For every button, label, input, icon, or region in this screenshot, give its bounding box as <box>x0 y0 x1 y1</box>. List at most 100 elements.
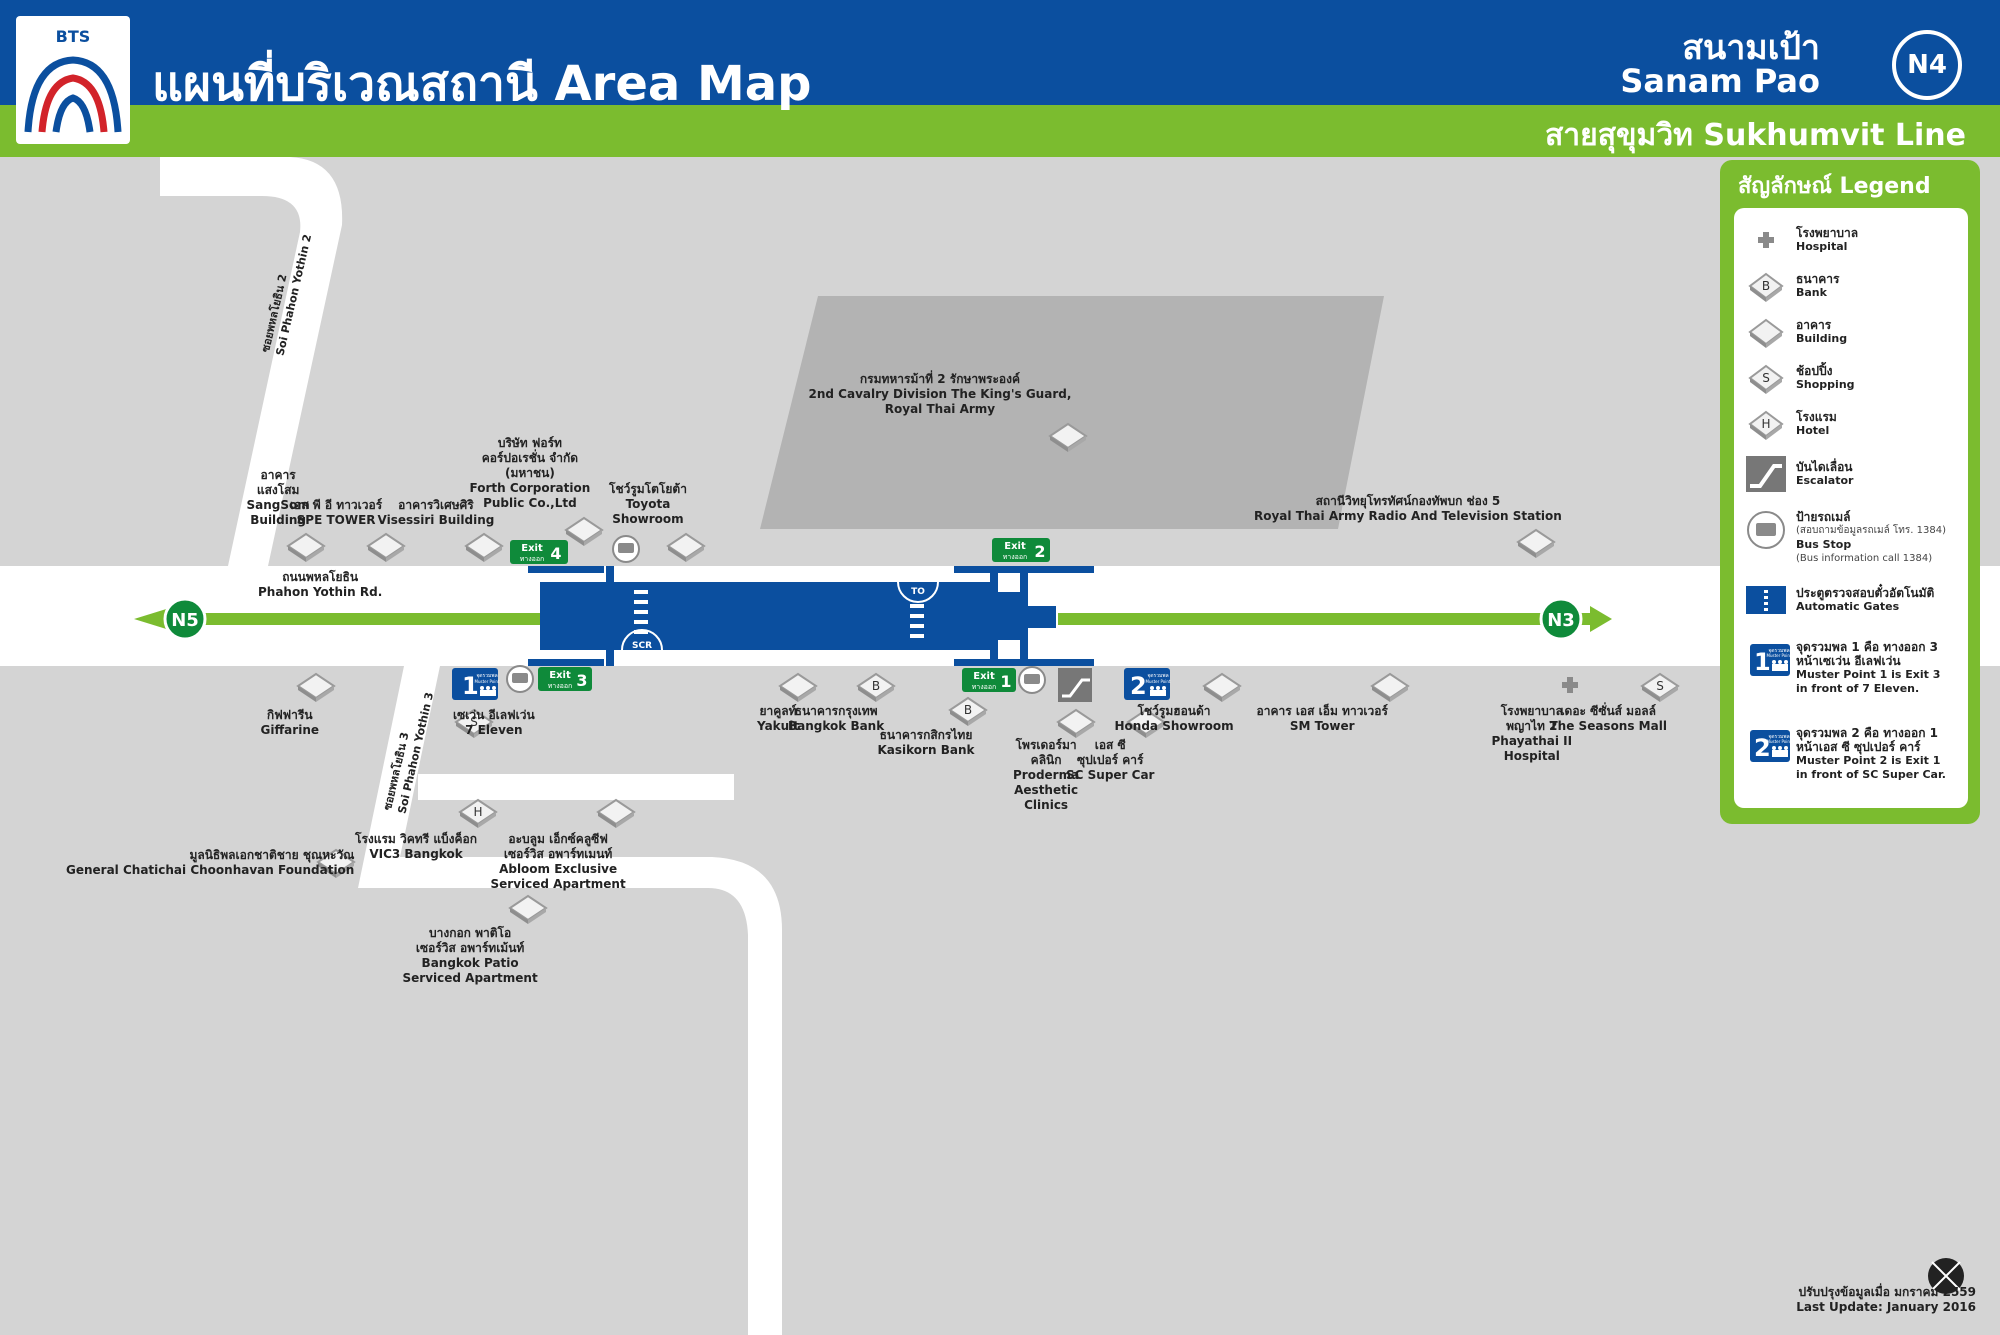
legend-mp2-badge-en: Muster Point <box>1767 739 1792 744</box>
place-radio-en: Royal Thai Army Radio And Television Sta… <box>1254 509 1562 523</box>
place-sm-tower: อาคาร เอส เอ็ม ทาวเวอร์ SM Tower <box>1257 704 1388 734</box>
last-update: ปรับปรุงข้อมูลเมื่อ มกราคม 2559 Last Upd… <box>1796 1285 1976 1315</box>
automatic-gates-icon <box>1746 586 1786 614</box>
place-abloom: อะบลูม เอ็กซ์คลูซีฟ เซอร์วิส อพาร์ทเมนท์… <box>491 832 626 892</box>
muster-point-1-badge-th: จุดรวมพล <box>476 673 497 679</box>
soi-branch <box>418 774 734 800</box>
header-bar <box>0 0 2000 105</box>
place-yakult-th: ยาคูลท์ <box>759 704 797 718</box>
place-sangsom: อาคาร แสงโสม SangSom Building <box>247 468 310 528</box>
svg-text:B: B <box>964 703 972 717</box>
header-line-bar <box>0 105 2000 157</box>
legend-gates-en: Automatic Gates <box>1796 600 1900 613</box>
place-seasons-mall: เดอะ ซีซั่นส์ มอลล์ The Seasons Mall <box>1550 704 1667 734</box>
bank-icon: B <box>949 697 987 727</box>
place-bbl-en: Bangkok Bank <box>788 719 885 733</box>
exit-4[interactable]: Exit ทางออก 4 <box>510 540 568 564</box>
page-title: แผนที่บริเวณสถานี Area Map <box>152 56 812 112</box>
road-label-main: ถนนพหลโยธิน Phahon Yothin Rd. <box>258 570 382 600</box>
place-kasikorn-bank: ธนาคารกสิกรไทย Kasikorn Bank <box>878 728 975 758</box>
muster-point-1-badge-en: Muster Point <box>475 679 500 684</box>
station-n3-circle <box>1539 597 1583 641</box>
bus-stop-icon[interactable] <box>612 535 640 563</box>
place-kbank-th: ธนาคารกสิกรไทย <box>879 728 973 742</box>
station-name-en: Sanam Pao <box>1620 62 1820 100</box>
bus-stop-icon[interactable] <box>506 665 534 693</box>
hospital-icon <box>1562 677 1578 693</box>
place-proderma-th2: คลินิก <box>1030 753 1062 767</box>
last-update-th: ปรับปรุงข้อมูลเมื่อ มกราคม 2559 <box>1798 1285 1976 1299</box>
bus-stop-icon <box>1747 511 1785 549</box>
place-army-th: กรมทหารม้าที่ 2 รักษาพระองค์ <box>859 372 1021 386</box>
bus-stop-icon[interactable] <box>1018 666 1046 694</box>
place-bbl-th: ธนาคารกรุงเทพ <box>794 704 878 718</box>
place-seasons-en: The Seasons Mall <box>1549 719 1667 733</box>
legend-mp2-num: 2 <box>1754 734 1771 762</box>
svg-text:S: S <box>1762 371 1770 385</box>
legend-mp1-th2: หน้าเซเว่น อีเลฟเว่น <box>1796 654 1901 668</box>
legend-shopping-en: Shopping <box>1796 378 1855 391</box>
legend-hotel-th: โรงแรม <box>1796 410 1837 424</box>
muster-point-2-badge-en: Muster Point <box>1146 679 1171 684</box>
place-patio-th1: บางกอก พาติโอ <box>428 926 512 940</box>
bts-logo: BTS <box>16 16 130 144</box>
place-vic3-en: VIC3 Bangkok <box>369 847 463 861</box>
escalator-icon <box>1058 668 1092 702</box>
soi-phahon-yothin-2 <box>160 157 343 566</box>
place-patio-en1: Bangkok Patio <box>421 956 519 970</box>
place-phayathai-en2: Hospital <box>1503 749 1560 763</box>
soi-phahon-yothin-3 <box>358 666 782 1335</box>
exit-3[interactable]: Exit ทางออก 3 <box>538 667 592 691</box>
place-proderma-en2: Aesthetic <box>1014 783 1079 797</box>
building-icon <box>1748 318 1784 348</box>
place-sangsom-en2: Building <box>250 513 307 527</box>
legend-mp2-th2: หน้าเอส ซี ซุปเปอร์ คาร์ <box>1796 740 1921 754</box>
place-seven-en: 7 Eleven <box>465 723 523 737</box>
place-forth-en1: Forth Corporation <box>469 481 591 495</box>
line-name: สายสุขุมวิท Sukhumvit Line <box>1544 118 1966 153</box>
legend-bank-th: ธนาคาร <box>1796 272 1840 286</box>
legend-gates-th: ประตูตรวจสอบตั๋วอัตโนมัติ <box>1796 586 1935 600</box>
road-label-main-th: ถนนพหลโยธิน <box>282 570 359 584</box>
exit-2[interactable]: Exit ทางออก 2 <box>992 538 1050 562</box>
place-sc-en: SC Super Car <box>1066 768 1155 782</box>
place-army: กรมทหารม้าที่ 2 รักษาพระองค์ 2nd Cavalry… <box>809 372 1072 417</box>
station-n3-marker[interactable]: N3 <box>1539 597 1583 641</box>
army-compound-block <box>760 296 1384 529</box>
svg-text:S: S <box>470 715 478 729</box>
place-bangkok-bank: ธนาคารกรุงเทพ Bangkok Bank <box>788 704 884 734</box>
place-proderma-th1: โพรเดอร์มา <box>1015 738 1077 752</box>
shopping-icon: S <box>455 709 493 739</box>
legend-bus-en-sub: (Bus information call 1384) <box>1796 553 1933 564</box>
muster-point-2-icon: 2 จุดรวมพล Muster Point <box>1124 668 1171 700</box>
exit-2-num: 2 <box>1034 542 1045 561</box>
place-phayathai-en1: Phayathai II <box>1491 734 1573 748</box>
place-chatichai-en: General Chatichai Choonhavan Foundation <box>66 863 355 877</box>
place-seven-eleven: เซเว่น อีเลฟเว่น 7 Eleven <box>453 708 535 738</box>
hotel-icon: H <box>459 799 497 829</box>
place-toyota: โชว์รูมโตโยต้า Toyota Showroom <box>609 482 687 527</box>
legend-escalator-th: บันไดเลื่อน <box>1796 460 1853 474</box>
escalator-icon <box>1746 456 1786 492</box>
place-sc-super-car: เอส ซี ซุปเปอร์ คาร์ SC Super Car <box>1066 738 1154 783</box>
exit-1[interactable]: Exit ทางออก 1 <box>962 668 1016 692</box>
exit-3-label: Exit <box>549 670 571 681</box>
legend-bus-th: ป้ายรถเมล์ <box>1796 510 1851 524</box>
place-proderma-en3: Clinics <box>1024 798 1069 812</box>
place-visessiri-en: Visessiri Building <box>377 513 495 527</box>
place-giffarine-th: กิฟฟารีน <box>266 708 313 722</box>
shopping-icon: S <box>1748 364 1784 394</box>
last-update-en: Last Update: January 2016 <box>1796 1300 1976 1314</box>
muster-point-1-num: 1 <box>462 672 479 700</box>
place-yakult: ยาคูลท์ Yakult <box>757 704 799 734</box>
place-yakult-en: Yakult <box>757 719 800 733</box>
exit-3-num: 3 <box>576 671 587 690</box>
place-army-en1: 2nd Cavalry Division The King's Guard, <box>808 387 1072 401</box>
place-sangsom-th2: แสงโสม <box>256 483 300 497</box>
shopping-icon: S <box>1641 673 1679 703</box>
place-forth-th1: บริษัท ฟอร์ท <box>497 436 562 450</box>
station-n5-marker[interactable]: N5 <box>163 597 207 641</box>
place-seven-th: เซเว่น อีเลฟเว่น <box>453 708 535 722</box>
